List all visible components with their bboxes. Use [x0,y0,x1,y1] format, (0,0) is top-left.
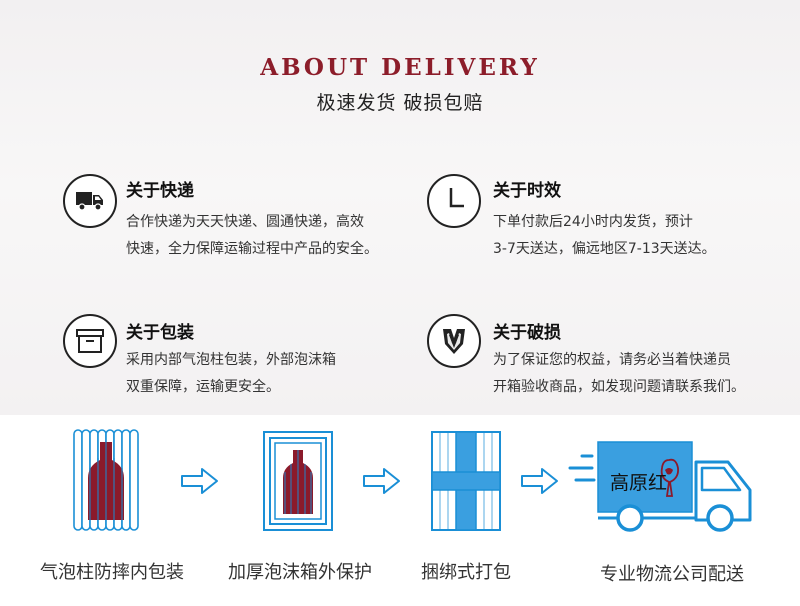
info-text-line: 双重保障，运输更安全。 [126,379,280,395]
info-text-line: 3-7天送达，偏远地区7-13天送达。 [493,241,716,257]
arrow-right-icon [180,466,220,500]
step-label-logistics: 专业物流公司配送 [600,564,744,585]
page-title-cn: 极速发货 破损包赔 [316,92,484,114]
info-text-line: 下单付款后24小时内发货，预计 [493,214,693,230]
info-text-line: 为了保证您的权益，请务必当着快递员 [493,352,731,368]
info-text-line: 快速，全力保障运输过程中产品的安全。 [126,241,378,257]
info-title-packaging: 关于包装 [126,323,194,343]
clock-icon [427,174,481,228]
info-title-courier: 关于快递 [126,181,194,201]
arrow-right-icon [362,466,402,500]
strapped-package-icon [430,430,502,536]
arrow-right-icon [520,466,560,500]
box-icon [63,314,117,368]
info-text-line: 采用内部气泡柱包装，外部泡沫箱 [126,352,336,368]
info-title-timing: 关于时效 [493,181,561,201]
truck-brand-text: 高原红 [610,472,668,494]
foam-box-icon [262,430,334,536]
page-title-en: ABOUT DELIVERY [260,54,540,81]
truck-icon [63,174,117,228]
step-label-strapped: 捆绑式打包 [421,562,511,583]
info-title-damage: 关于破损 [493,323,561,343]
delivery-info-panel: ABOUT DELIVERY 极速发货 破损包赔 关于快递 合作快递为天天快递、… [0,0,800,415]
info-text-line: 开箱验收商品，如发现问题请联系我们。 [493,379,745,395]
step-label-inner-packaging: 气泡柱防摔内包装 [40,562,184,583]
info-text-line: 合作快递为天天快递、圆通快递，高效 [126,214,364,230]
delivery-truck-icon: 高原红 [568,440,758,536]
step-label-foam-box: 加厚泡沫箱外保护 [228,562,372,583]
bubble-column-wine-icon [70,428,142,538]
shield-icon [427,314,481,368]
